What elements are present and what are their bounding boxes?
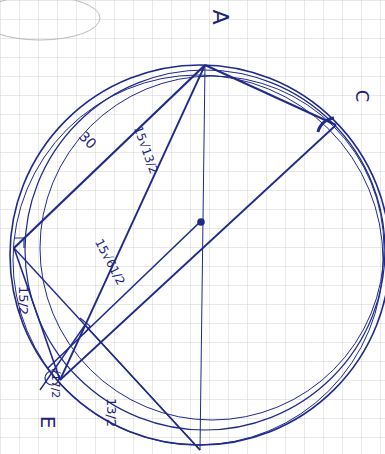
point-label: A	[208, 7, 232, 26]
length-label: 15/2	[16, 283, 31, 316]
length-label: √17/2	[50, 364, 63, 400]
point-label: E	[37, 414, 59, 431]
length-label: 13/2	[104, 395, 119, 428]
point-label: C	[352, 88, 372, 105]
